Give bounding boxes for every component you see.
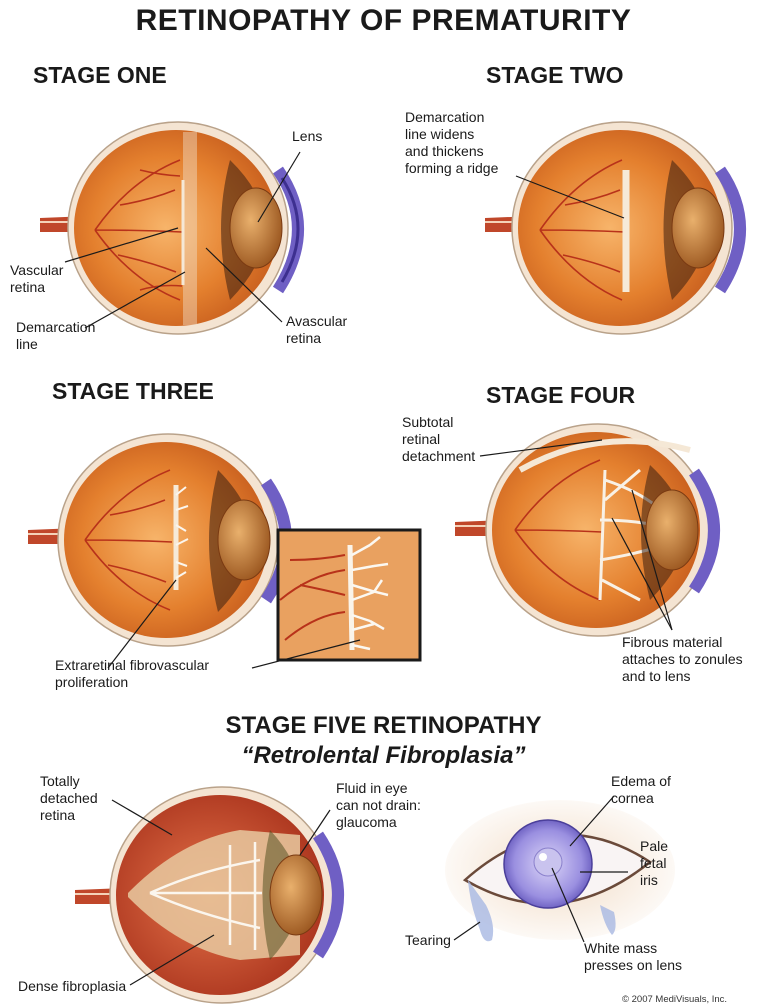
stage-four-heading: STAGE FOUR <box>486 382 635 409</box>
eye-stage-two <box>485 122 740 334</box>
stage-one-heading: STAGE ONE <box>33 62 167 89</box>
stage-five-heading: STAGE FIVE RETINOPATHY <box>0 712 767 740</box>
stage-five-subheading: “Retrolental Fibroplasia” <box>0 742 767 770</box>
eye-stage-one <box>40 122 298 334</box>
eye-stage-four <box>455 424 714 636</box>
label-dense-fibroplasia: Dense fibroplasia <box>18 978 126 995</box>
eye-stage-five <box>75 787 338 1003</box>
stage-three-inset <box>278 530 420 660</box>
label-lens: Lens <box>292 128 322 145</box>
copyright-notice: © 2007 MediVisuals, Inc. <box>622 994 727 1005</box>
main-title: RETINOPATHY OF PREMATURITY <box>0 4 767 38</box>
eye-stage-three <box>28 434 286 646</box>
stage-three-heading: STAGE THREE <box>52 378 214 405</box>
label-tearing: Tearing <box>405 932 451 949</box>
stage-two-heading: STAGE TWO <box>486 62 624 89</box>
